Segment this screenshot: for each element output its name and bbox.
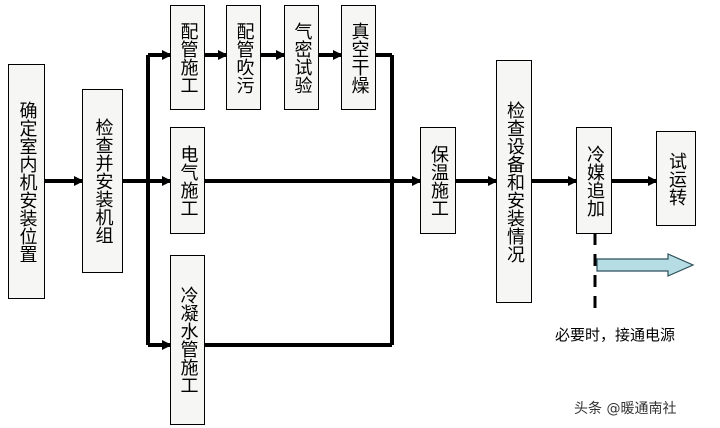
box-insulation-work-label: 保温施工: [428, 144, 449, 217]
watermark: 头条 @暖通南社: [574, 401, 677, 417]
box-inspect-install: 检查并安装机组: [82, 89, 123, 273]
power-arrow-icon: [596, 253, 695, 277]
box-inspect-equipment-label: 检查设备和安装情况: [504, 100, 525, 263]
box-piping-work-label: 配管施工: [177, 21, 199, 94]
box-pipe-purge: 配管吹污: [226, 5, 261, 110]
box-pipe-purge-label: 配管吹污: [233, 21, 255, 94]
box-insulation-work: 保温施工: [420, 127, 456, 234]
box-piping-work: 配管施工: [170, 5, 205, 110]
box-confirm-location-label: 确定室内机安装位置: [16, 100, 38, 263]
box-trial-run-label: 试运转: [666, 151, 687, 206]
box-add-refrigerant: 冷媒追加: [576, 127, 612, 234]
box-electrical-work: 电气施工: [170, 127, 205, 234]
box-add-refrigerant-label: 冷媒追加: [584, 144, 605, 217]
box-electrical-work-label: 电气施工: [177, 144, 199, 217]
box-vacuum-dry-label: 真空干燥: [348, 21, 370, 94]
box-inspect-install-label: 检查并安装机组: [92, 118, 114, 244]
box-inspect-equipment: 检查设备和安装情况: [496, 60, 532, 303]
box-trial-run: 试运转: [656, 131, 696, 226]
box-air-tight-test: 气密试验: [284, 5, 319, 110]
box-air-tight-test-label: 气密试验: [291, 21, 313, 94]
power-note: 必要时，接通电源: [555, 326, 676, 344]
box-condensate-work-label: 冷凝水管施工: [177, 286, 199, 394]
box-vacuum-dry: 真空干燥: [341, 5, 376, 110]
box-confirm-location: 确定室内机安装位置: [8, 64, 45, 299]
box-condensate-work: 冷凝水管施工: [170, 255, 205, 425]
